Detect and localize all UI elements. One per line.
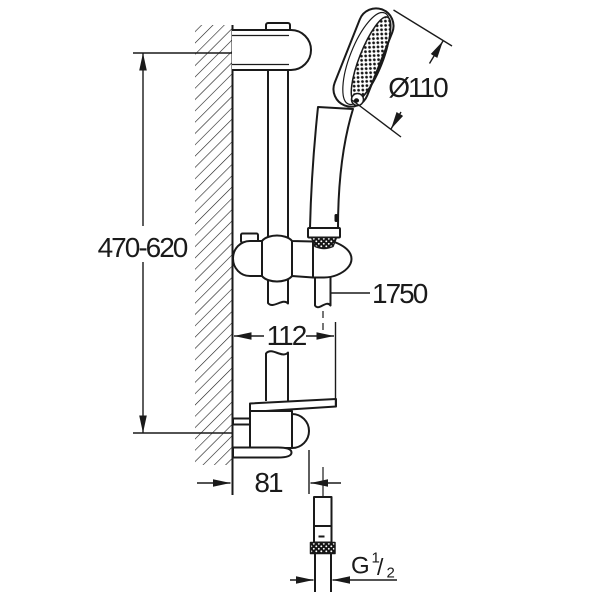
dim-line-lower xyxy=(390,111,404,130)
top-bracket xyxy=(232,22,312,71)
dim-head-diameter: Ø110 xyxy=(351,9,453,138)
dimensions: 470-620 Ø110 1750 112 81 xyxy=(98,9,453,584)
extension-line xyxy=(393,9,453,47)
dim-rail-height-range: 470-620 xyxy=(98,52,232,434)
head-diameter-label: Ø110 xyxy=(388,72,448,103)
hose-connector-lower xyxy=(313,525,333,544)
connector-knurled-nut xyxy=(309,541,336,555)
hose-lower-segment xyxy=(314,553,332,592)
dim-holder-depth: 112 xyxy=(234,320,337,407)
hand-shower xyxy=(309,7,395,229)
wall-offset-label: 81 xyxy=(254,467,283,498)
thread-numerator-label: 1 xyxy=(372,550,380,567)
dim-wall-offset: 81 xyxy=(197,450,341,498)
holder-depth-label: 112 xyxy=(267,320,307,351)
dim-line-upper xyxy=(428,40,444,64)
hose-length-label: 1750 xyxy=(372,278,428,309)
thread-denominator-label: 2 xyxy=(387,565,395,582)
bracket-body xyxy=(249,410,293,449)
dim-hose-length: 1750 xyxy=(331,278,430,309)
shower-rail xyxy=(265,70,289,401)
rail-lower-segment xyxy=(265,350,289,401)
wall-hatching xyxy=(195,25,232,465)
bracket-wall-plate xyxy=(232,417,251,426)
bracket-bulge xyxy=(291,413,310,449)
wall xyxy=(195,25,234,495)
rail-height-range-label: 470-620 xyxy=(98,232,188,263)
handle-knurled-grip xyxy=(310,236,338,250)
thread-slash-label: / xyxy=(377,554,384,580)
glide-holder xyxy=(232,227,353,283)
thread-letter-label: G xyxy=(351,553,370,580)
hose-connector-upper xyxy=(313,496,333,527)
dim-thread-size: G 1 / 2 xyxy=(290,550,397,584)
top-bracket-body xyxy=(232,29,312,71)
extension-line xyxy=(351,99,402,138)
bracket-foot xyxy=(232,446,293,459)
rail-middle-segment xyxy=(267,277,289,306)
handle-button xyxy=(334,214,338,222)
handle-end-cap xyxy=(307,227,341,239)
bottom-bracket xyxy=(232,410,310,459)
shower-handle xyxy=(309,106,354,229)
hose-upper-segment xyxy=(314,277,332,309)
rail-upper-segment xyxy=(267,70,289,250)
shower-hose xyxy=(309,277,336,592)
